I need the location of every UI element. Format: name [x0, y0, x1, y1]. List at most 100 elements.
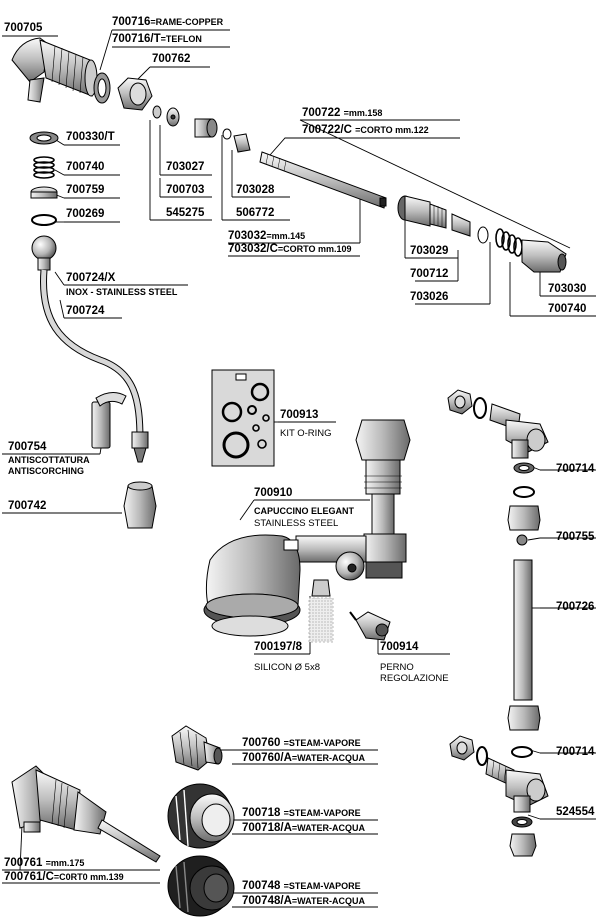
label-700330t: 700330/T — [66, 131, 115, 143]
knob-700718 — [167, 783, 235, 849]
label-700714-bottom: 700714 — [556, 746, 595, 758]
part-number: 700722 — [302, 107, 341, 119]
spring-700740-right — [495, 228, 523, 257]
part-number: 700718 — [242, 807, 281, 819]
right-assembly-top — [447, 389, 549, 459]
label-700726: 700726 — [556, 601, 595, 613]
label-700740-right: 700740 — [548, 303, 587, 315]
label-700724x: 700724/X — [66, 272, 116, 284]
label-703027: 703027 — [166, 161, 205, 173]
label-545275: 545275 — [166, 207, 205, 219]
label-700718: 700718 =STEAM-VAPORE — [242, 807, 361, 820]
oring-kit-700913 — [211, 369, 275, 467]
label-700762: 700762 — [152, 53, 191, 65]
rod-703032 — [259, 151, 387, 209]
label-700716t: 700716/T=TEFLON — [112, 33, 202, 46]
part-number: 700760/A — [242, 752, 292, 764]
clip-700754 — [91, 392, 127, 449]
label-700760: 700760 =STEAM-VAPORE — [242, 737, 361, 750]
part-desc: =TEFLON — [160, 34, 202, 44]
label-700761: 700761 =mm.175 — [4, 857, 84, 870]
part-number: 700748 — [242, 880, 281, 892]
part-number: 700761/C — [4, 871, 54, 883]
label-700910-desc2: STAINLESS STEEL — [254, 518, 339, 529]
label-700716: 700716=RAME-COPPER — [112, 16, 223, 29]
label-700754: 700754 — [8, 441, 47, 453]
right-column-parts — [507, 462, 541, 758]
label-700703: 700703 — [166, 184, 205, 196]
label-700910: 700910 — [254, 487, 293, 499]
nut-700762 — [117, 77, 153, 111]
part-desc: =RAME-COPPER — [150, 17, 224, 27]
perno-700914 — [349, 611, 391, 641]
cappuccino-unit-700910 — [203, 419, 411, 637]
label-700754-desc1: ANTISCOTTATURA — [8, 455, 90, 465]
hose-700724 — [40, 269, 149, 463]
label-700914: 700914 — [380, 641, 419, 653]
label-700269: 700269 — [66, 208, 105, 220]
part-desc: =CORTO mm.109 — [277, 244, 352, 254]
valve-700761 — [11, 765, 161, 863]
label-703028: 703028 — [236, 184, 275, 196]
label-703030: 703030 — [548, 283, 587, 295]
part-desc: =mm.145 — [266, 231, 306, 241]
leader-lines — [2, 29, 596, 908]
elbow-fitting-700705 — [11, 37, 98, 103]
label-703032c: 703032/C=CORTO mm.109 — [228, 243, 352, 256]
part-number: 700716/T — [112, 33, 161, 45]
part-desc: =CORTO mm.122 — [355, 125, 429, 135]
label-700718a: 700718/A=WATER-ACQUA — [242, 822, 365, 835]
washer-700716 — [93, 72, 111, 104]
part-desc: =mm.175 — [45, 858, 85, 868]
nozzle-703030 — [521, 239, 567, 273]
label-700722c: 700722/C =CORTO mm.122 — [302, 124, 429, 137]
label-700913-desc: KIT O-RING — [280, 428, 332, 439]
label-700754-desc2: ANTISCORCHING — [8, 466, 84, 476]
part-desc: =mm.158 — [343, 108, 383, 118]
label-524554: 524554 — [556, 806, 595, 818]
label-700748: 700748 =STEAM-VAPORE — [242, 880, 361, 893]
label-700742: 700742 — [8, 500, 47, 512]
part-number: 700760 — [242, 737, 281, 749]
knob-700760 — [171, 725, 223, 771]
label-700197-desc: SILICON Ø 5x8 — [254, 662, 320, 673]
sleeve-700712 — [451, 213, 489, 244]
label-700914-desc2: REGOLAZIONE — [380, 673, 449, 684]
small-parts-row — [152, 105, 251, 153]
part-desc: =STEAM-VAPORE — [283, 881, 361, 891]
label-703026: 703026 — [410, 291, 449, 303]
label-700712: 700712 — [410, 268, 449, 280]
left-stack — [29, 131, 59, 271]
part-number: 703032 — [228, 230, 267, 242]
label-700748a: 700748/A=WATER-ACQUA — [242, 895, 365, 908]
part-desc: =STEAM-VAPORE — [283, 738, 361, 748]
label-700910-desc1: CAPUCCINO ELEGANT — [254, 506, 355, 516]
label-700724: 700724 — [66, 305, 105, 317]
part-number: 703032/C — [228, 243, 278, 255]
right-assembly-bottom — [449, 735, 549, 857]
label-700755: 700755 — [556, 531, 595, 543]
part-desc: =C0RT0 mm.139 — [53, 872, 124, 882]
label-506772: 506772 — [236, 207, 275, 219]
label-703029: 703029 — [410, 245, 449, 257]
label-700761c: 700761/C=C0RT0 mm.139 — [4, 871, 124, 884]
label-700714-top: 700714 — [556, 463, 595, 475]
silicon-tube-700197 — [308, 597, 334, 643]
part-desc: =WATER-ACQUA — [291, 896, 365, 906]
part-number: 700718/A — [242, 822, 292, 834]
label-700197: 700197/8 — [254, 641, 302, 653]
label-703032: 703032=mm.145 — [228, 230, 305, 243]
label-700759: 700759 — [66, 184, 105, 196]
part-desc: =WATER-ACQUA — [291, 823, 365, 833]
knob-700748 — [167, 855, 235, 917]
part-desc: =WATER-ACQUA — [291, 753, 365, 763]
part-number: 700716 — [112, 16, 151, 28]
label-700760a: 700760/A=WATER-ACQUA — [242, 752, 365, 765]
nut-700742 — [123, 481, 157, 529]
part-number: 700722/C — [302, 124, 352, 136]
part-number: 700761 — [4, 857, 43, 869]
label-700705: 700705 — [4, 22, 43, 34]
part-desc: =STEAM-VAPORE — [283, 808, 361, 818]
